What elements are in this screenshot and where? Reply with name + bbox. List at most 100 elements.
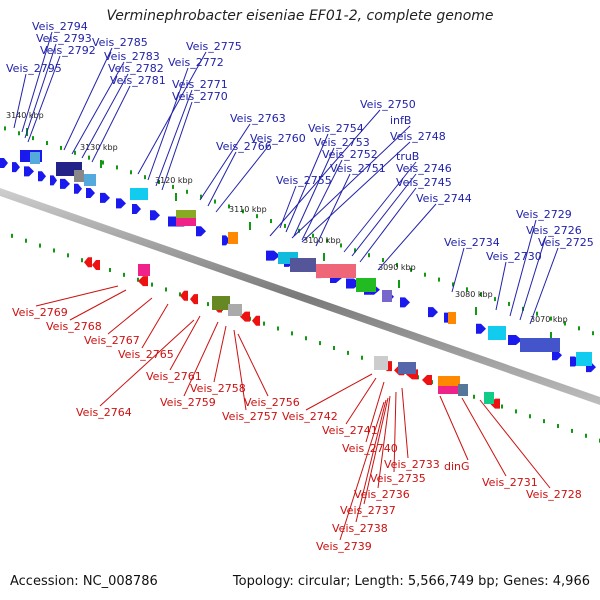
- leader-line: [269, 109, 381, 237]
- gene-label-bottom: Veis_2739: [316, 540, 372, 553]
- reverse-gene-arrow: [180, 290, 188, 301]
- leader-line: [315, 173, 351, 247]
- leader-line: [495, 261, 507, 311]
- leader-line: [363, 397, 389, 505]
- gene-label-top: Veis_2794: [32, 20, 88, 33]
- gene-label-top: Veis_2745: [396, 176, 452, 189]
- tick-dot: [501, 404, 503, 409]
- tick-dot: [165, 287, 167, 292]
- kbp-tick-mark: [323, 253, 325, 261]
- forward-gene-arrow: [60, 178, 70, 189]
- tick-dot: [60, 145, 62, 150]
- category-box: [130, 188, 148, 200]
- tick-dot: [130, 170, 132, 175]
- leader-line: [91, 85, 131, 163]
- category-box: [438, 376, 460, 386]
- tick-dot: [11, 233, 13, 238]
- gene-label-bottom: Veis_2742: [282, 410, 338, 423]
- gene-label-bottom: Veis_2768: [46, 320, 102, 333]
- tick-dot: [382, 258, 384, 263]
- tick-dot: [508, 301, 510, 306]
- kbp-tick-mark: [398, 280, 400, 288]
- gene-label-bottom: Veis_2761: [146, 370, 202, 383]
- tick-dot: [557, 424, 559, 429]
- tick-dot: [109, 267, 111, 272]
- forward-gene-arrow: [150, 210, 160, 221]
- leader-line: [285, 133, 329, 233]
- forward-gene-arrow: [100, 192, 110, 203]
- gene-label-top: Veis_2730: [486, 250, 542, 263]
- leader-line: [199, 123, 251, 201]
- tick-dot: [473, 394, 475, 399]
- leader-line: [63, 47, 113, 151]
- leader-line: [213, 325, 227, 383]
- leader-line: [35, 285, 119, 307]
- kbp-tick-mark: [249, 222, 251, 230]
- leader-line: [237, 333, 269, 397]
- gene-label-top: Veis_2729: [516, 208, 572, 221]
- leader-line: [69, 289, 127, 321]
- leader-line: [451, 247, 465, 293]
- gene-label-top: Veis_2775: [186, 40, 242, 53]
- gene-label-bottom: Veis_2735: [370, 472, 426, 485]
- reverse-gene-arrow: [252, 315, 260, 326]
- leader-line: [81, 73, 129, 159]
- category-box: [228, 232, 238, 244]
- category-box: [374, 356, 388, 370]
- gene-label-top: Veis_2785: [92, 36, 148, 49]
- tick-dot: [452, 282, 454, 287]
- tick-dot: [137, 277, 139, 282]
- gene-label-top: Veis_2754: [308, 122, 364, 135]
- tick-dot: [158, 180, 160, 185]
- tick-dot: [116, 165, 118, 170]
- category-box: [382, 290, 392, 302]
- gene-label-top: Veis_2770: [172, 90, 228, 103]
- tick-dot: [333, 345, 335, 350]
- tick-dot: [480, 292, 482, 297]
- category-box: [74, 170, 84, 182]
- reverse-gene-arrow: [138, 276, 148, 287]
- leader-line: [401, 387, 409, 459]
- tick-dot: [466, 287, 468, 292]
- category-box: [290, 258, 316, 272]
- leader-line: [215, 143, 271, 213]
- tick-dot: [284, 223, 286, 228]
- gene-label-top: Veis_2746: [396, 162, 452, 175]
- kbp-tick-label: 3090 kbp: [378, 263, 416, 272]
- gene-label-bottom: Veis_2756: [244, 396, 300, 409]
- kbp-tick-mark: [175, 193, 177, 201]
- tick-dot: [396, 262, 398, 267]
- category-box: [212, 296, 230, 310]
- tick-dot: [438, 277, 440, 282]
- kbp-tick-mark: [550, 332, 552, 340]
- tick-dot: [18, 131, 20, 136]
- forward-gene-arrow: [116, 198, 126, 209]
- forward-gene-arrow: [266, 250, 280, 261]
- category-box: [438, 386, 460, 394]
- leader-line: [343, 161, 417, 253]
- kbp-tick-label: 3070 kbp: [530, 315, 568, 324]
- gene-label-top: Veis_2772: [168, 56, 224, 69]
- tick-dot: [46, 141, 48, 146]
- gene-label-top: Veis_2771: [172, 78, 228, 91]
- gene-label-top: Veis_2782: [108, 62, 164, 75]
- gene-label-bottom: Veis_2728: [526, 488, 582, 501]
- leader-line: [461, 397, 507, 477]
- tick-dot: [214, 199, 216, 204]
- tick-dot: [368, 253, 370, 258]
- gene-label-top: Veis_2726: [526, 224, 582, 237]
- forward-gene-arrow: [12, 162, 20, 173]
- gene-label-bottom: Veis_2741: [322, 424, 378, 437]
- tick-dot: [424, 272, 426, 277]
- tick-dot: [347, 350, 349, 355]
- forward-gene-arrow: [0, 158, 8, 168]
- tick-dot: [172, 184, 174, 189]
- category-box: [356, 278, 376, 292]
- gene-label-top: Veis_2734: [444, 236, 500, 249]
- leader-line: [305, 373, 373, 411]
- gene-label-bottom: Veis_2759: [160, 396, 216, 409]
- reverse-gene-arrow: [92, 260, 100, 271]
- tick-dot: [242, 209, 244, 214]
- leader-line: [509, 219, 537, 317]
- tick-dot: [361, 355, 363, 360]
